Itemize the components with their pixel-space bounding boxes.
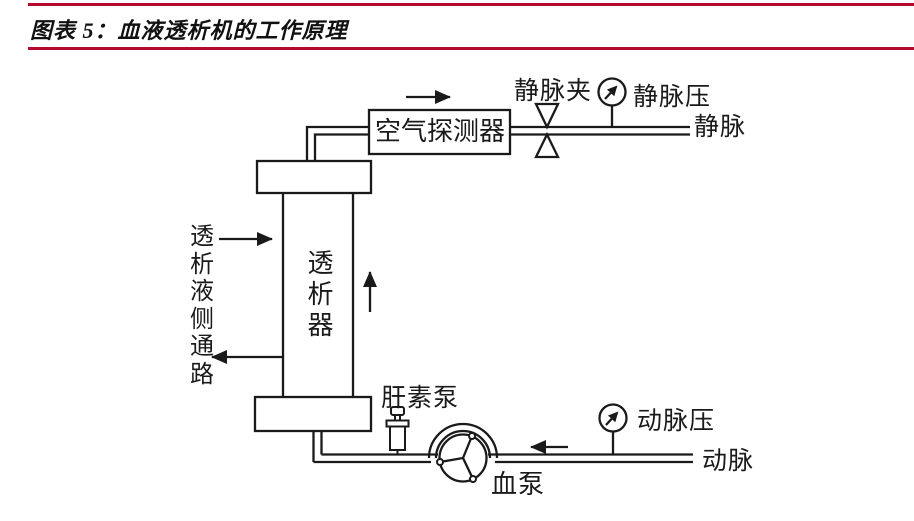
figure-title: 图表 5：血液透析机的工作原理	[30, 18, 348, 43]
venous-clamp-valve	[534, 102, 560, 159]
arterial-pressure-label: 动脉压	[637, 407, 716, 435]
blood-pump-symbol	[427, 422, 499, 483]
venous-clamp-label: 静脉夹	[514, 77, 593, 105]
dialyzer-outlet-pipe	[305, 125, 369, 161]
arterial-pressure-gauge	[598, 403, 628, 455]
air-detector-label: 空气探测器	[374, 116, 505, 146]
heparin-pump-syringe	[385, 406, 410, 455]
header-rule-top	[28, 3, 914, 6]
dialyzer-label: 透析器	[307, 248, 334, 340]
dialysate-side-path-label: 透析液侧通路	[190, 223, 214, 388]
dialyzer-body	[253, 159, 373, 433]
heparin-pump-label: 肝素泵	[381, 384, 460, 412]
artery-label: 动脉	[702, 447, 755, 475]
vein-label: 静脉	[694, 113, 747, 141]
arterial-line-pipe	[312, 431, 693, 464]
venous-line-pipe	[510, 125, 690, 136]
air-detector-box	[367, 108, 512, 156]
header-rule-bottom	[28, 47, 914, 50]
venous-pressure-label: 静脉压	[633, 83, 712, 111]
blood-pump-label: 血泵	[491, 469, 546, 499]
venous-pressure-gauge	[597, 77, 627, 127]
